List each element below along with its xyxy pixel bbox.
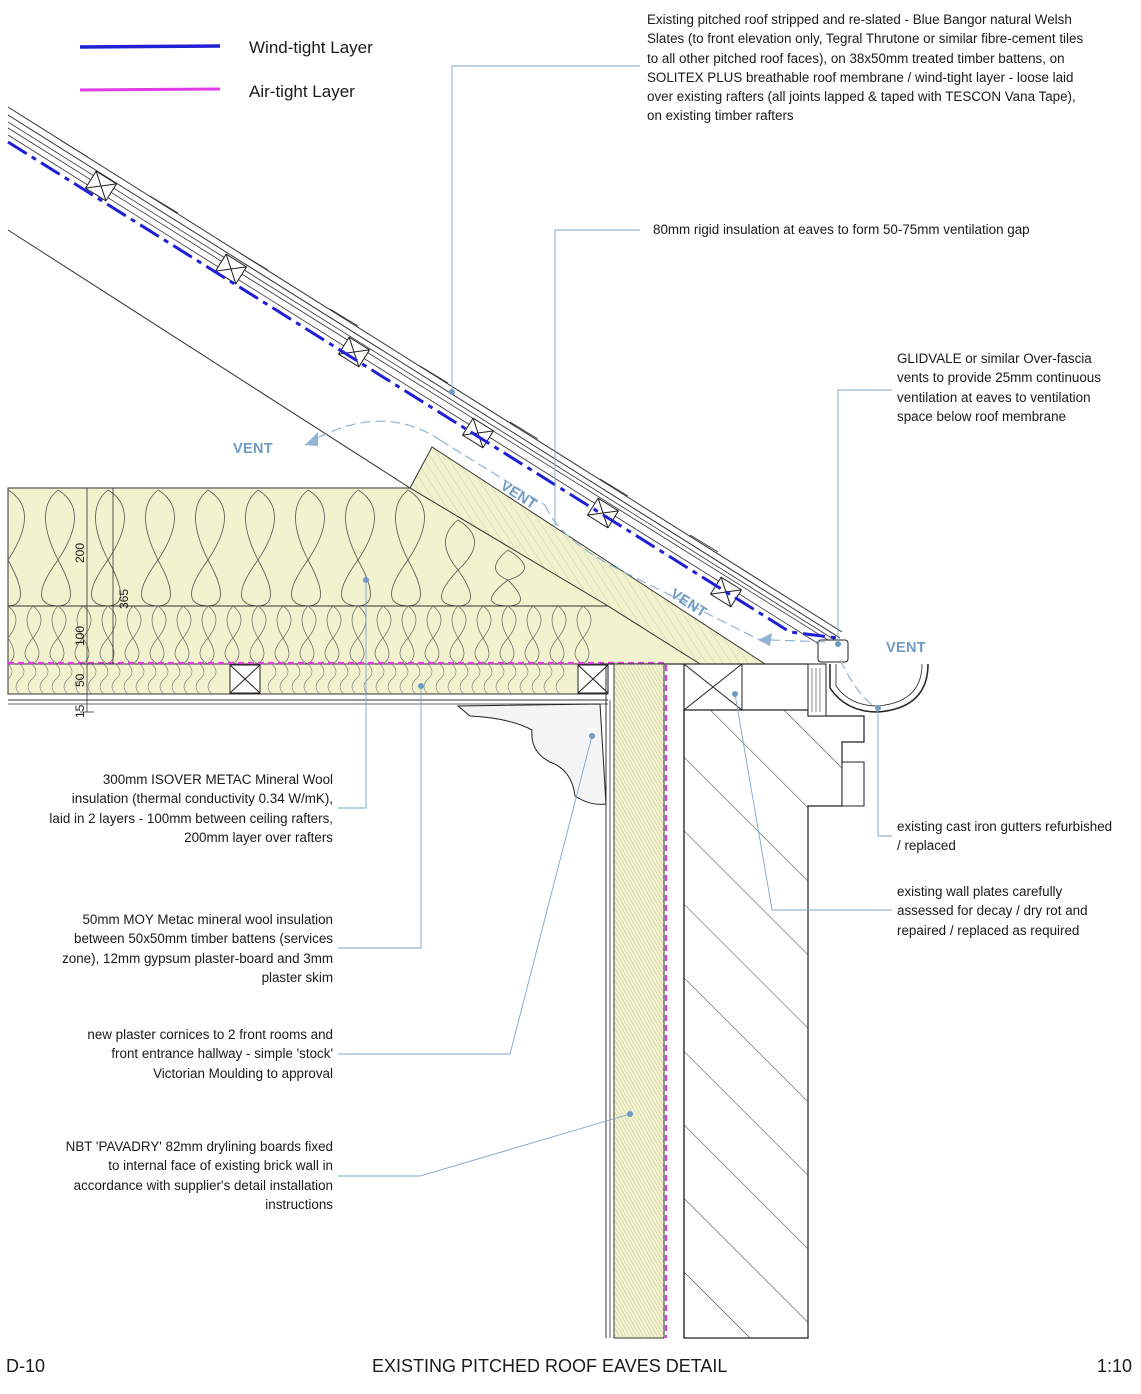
vent-label-outside: VENT: [233, 441, 273, 457]
dim-100: 100: [73, 625, 87, 646]
note-rigid-insulation: 80mm rigid insulation at eaves to form 5…: [653, 222, 1030, 237]
vent-label-gutter: VENT: [886, 640, 926, 656]
legend-air-tight-line: [79, 87, 221, 92]
note-fascia-vents: GLIDVALE or similar Over-fascia vents to…: [897, 351, 1101, 424]
roof-slope: [7, 106, 843, 665]
drawing-title: EXISTING PITCHED ROOF EAVES DETAIL: [372, 1356, 728, 1376]
dim-50: 50: [73, 673, 87, 687]
note-cornices: new plaster cornices to 2 front rooms an…: [87, 1027, 333, 1081]
drawing-scale: 1:10: [1097, 1356, 1133, 1376]
legend-air-tight-label: Air-tight Layer: [249, 82, 355, 101]
leader-lines: [338, 65, 892, 1177]
mineral-wool-top-layer: [7, 487, 610, 607]
note-roof-slates: Existing pitched roof stripped and re-sl…: [647, 12, 1084, 124]
legend: [79, 44, 221, 92]
note-moy-metac: 50mm MOY Metac mineral wool insulation b…: [62, 912, 333, 985]
brick-wall: [683, 664, 865, 1339]
services-zone-layer: [7, 663, 609, 705]
dim-15: 15: [73, 704, 87, 718]
plaster-cornice: [456, 703, 607, 805]
note-gutters: existing cast iron gutters refurbished /…: [897, 819, 1113, 854]
dimension-lines: [80, 487, 120, 713]
drylining-board: [605, 663, 665, 1339]
drawing-code: D-10: [6, 1356, 46, 1376]
dim-200: 200: [73, 542, 87, 563]
wind-tight-membrane: [7, 140, 839, 640]
note-mineral-wool: 300mm ISOVER METAC Mineral Wool insulati…: [49, 772, 333, 845]
mineral-wool-mid-layer: [7, 605, 702, 665]
note-drylining: NBT 'PAVADRY' 82mm drylining boards fixe…: [65, 1139, 333, 1212]
legend-wind-tight-line: [79, 44, 221, 49]
note-wall-plates: existing wall plates carefully assessed …: [897, 884, 1088, 938]
dim-365: 365: [117, 588, 131, 609]
legend-wind-tight-label: Wind-tight Layer: [249, 38, 373, 57]
